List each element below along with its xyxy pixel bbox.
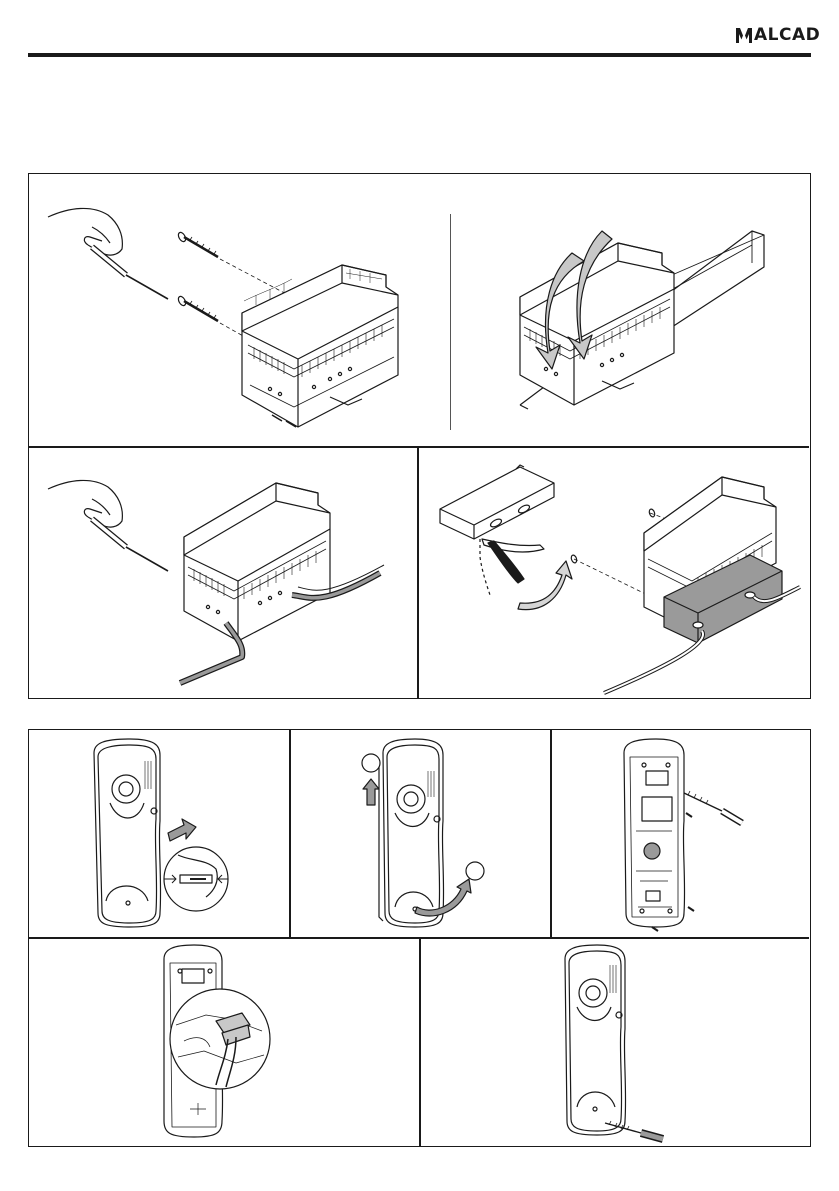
- open-handset-release-panel: [30, 731, 288, 936]
- close-and-secure-panel: [421, 939, 809, 1145]
- wall-screw-mounting-illustration: [30, 175, 448, 443]
- din-rail-mounting-illustration: [452, 175, 810, 443]
- terminal-cover-fitting-illustration: [420, 447, 810, 697]
- lift-and-rotate-cover-panel: [291, 731, 549, 936]
- column-divider: [417, 446, 419, 698]
- header-rule: [28, 53, 811, 57]
- wall-screw-mounting-panel: [30, 175, 448, 443]
- terminal-cover-fitting-panel: [420, 447, 810, 697]
- brand-name: ALCAD: [754, 25, 820, 45]
- din-rail-mounting-panel: [452, 175, 810, 443]
- brand-logo: ALCAD: [735, 25, 815, 45]
- screw-base-to-wall-illustration: [552, 731, 809, 936]
- panel-separator: [450, 214, 451, 430]
- screw-base-to-wall-panel: [552, 731, 809, 936]
- open-handset-release-illustration: [30, 731, 288, 936]
- connect-wires-panel: [30, 939, 418, 1145]
- close-and-secure-illustration: [421, 939, 809, 1145]
- wire-connection-panel: [30, 447, 416, 697]
- lift-and-rotate-cover-illustration: [291, 731, 549, 936]
- wire-connection-illustration: [30, 447, 416, 697]
- alcad-logo-mark-icon: [735, 26, 753, 44]
- connect-wires-illustration: [30, 939, 418, 1145]
